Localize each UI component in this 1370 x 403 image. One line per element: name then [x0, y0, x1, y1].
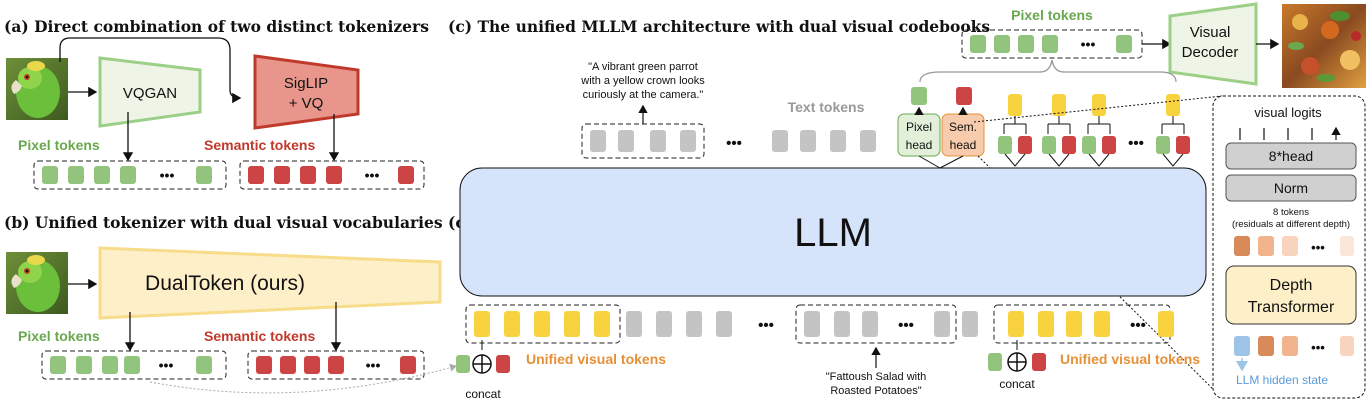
- dotted-concat-link: [149, 363, 457, 394]
- dualtoken-label: DualToken (ours): [145, 272, 305, 295]
- panel-a-title: (a) Direct combination of two distinct t…: [4, 17, 429, 36]
- text-tokens-label: Text tokens: [788, 99, 865, 115]
- head-block: [1225, 142, 1357, 170]
- llm-hidden-state-label: LLM hidden state: [1236, 373, 1328, 387]
- visual-decoder-label-1: Visual: [1190, 24, 1231, 41]
- input-token-sequence: ••• ••• •••: [465, 304, 1174, 344]
- llm-block: [459, 167, 1207, 297]
- svg-text:•••: •••: [366, 357, 381, 373]
- text-token-output-sequence: •••: [581, 123, 876, 159]
- concat-left: [456, 340, 510, 374]
- svg-text:•••: •••: [1128, 135, 1144, 152]
- concat-left-label: concat: [465, 387, 501, 401]
- concat-right-label: concat: [999, 377, 1035, 391]
- depth-transformer-block: [1225, 265, 1357, 325]
- svg-text:head: head: [906, 138, 933, 152]
- visual-logits-label: visual logits: [1254, 105, 1322, 120]
- siglip-label-1: SigLIP: [284, 75, 328, 92]
- unified-visual-tokens-right: Unified visual tokens: [1060, 351, 1200, 367]
- semantic-token-sequence-a: •••: [239, 160, 425, 190]
- semantic-token-sequence-b: •••: [247, 350, 425, 380]
- visual-decoder-label-2: Decoder: [1182, 44, 1239, 61]
- pixel-tokens-label-b: Pixel tokens: [18, 328, 100, 344]
- pixel-head: Pixel head: [897, 113, 941, 157]
- svg-text:•••: •••: [726, 135, 742, 152]
- sem-head-output-token: [956, 87, 972, 105]
- residual-tokens-top: •••: [1234, 236, 1354, 256]
- caption-bottom-1: "Fattoush Salad with: [826, 371, 927, 383]
- svg-text:•••: •••: [898, 317, 914, 334]
- svg-text:•••: •••: [1311, 240, 1325, 255]
- dualtoken-encoder: [98, 246, 442, 320]
- caption-bottom-2: Roasted Potatoes": [830, 385, 921, 397]
- concat-right: [988, 340, 1046, 372]
- svg-text:head: head: [950, 138, 977, 152]
- head-label: 8*head: [1269, 148, 1313, 164]
- caption-top-2: with a yellow crown looks: [580, 75, 705, 87]
- salad-image: [1282, 4, 1366, 88]
- norm-label: Norm: [1274, 180, 1308, 196]
- svg-text:•••: •••: [159, 357, 174, 373]
- panel-c-title: (c) The unified MLLM architecture with d…: [448, 17, 990, 36]
- svg-text:•••: •••: [365, 167, 380, 183]
- llm-label: LLM: [794, 211, 872, 255]
- siglip-label-2: + VQ: [289, 95, 324, 112]
- panel-b-title: (b) Unified tokenizer with dual visual v…: [4, 213, 501, 232]
- tokens-note-1: 8 tokens: [1273, 207, 1309, 218]
- visual-decoder: [1168, 2, 1258, 86]
- arrow-parrot-siglip: [59, 37, 242, 104]
- unified-visual-tokens-left: Unified visual tokens: [526, 351, 666, 367]
- heads-join: [918, 155, 964, 169]
- logit-arrows: [1239, 128, 1336, 140]
- tokens-note-2: (residuals at different depth): [1232, 219, 1350, 230]
- parrot-image-b: [6, 252, 68, 314]
- norm-block: [1225, 174, 1357, 202]
- residual-tokens-bottom: •••: [1234, 336, 1354, 356]
- svg-text:•••: •••: [1130, 317, 1146, 334]
- semantic-tokens-label-a: Semantic tokens: [204, 137, 315, 153]
- caption-top-3: curiously at the camera.": [583, 89, 704, 101]
- pixel-tokens-label-a: Pixel tokens: [18, 137, 100, 153]
- pixel-token-sequence-a: •••: [33, 160, 227, 190]
- siglip-encoder: [253, 54, 360, 130]
- svg-text:Pixel: Pixel: [906, 120, 932, 134]
- depth-transformer-label-2: Transformer: [1248, 299, 1335, 316]
- depth-transformer-label-1: Depth: [1270, 277, 1313, 294]
- pixel-head-output-token: [911, 87, 927, 105]
- svg-text:Sem.: Sem.: [949, 120, 977, 134]
- semantic-tokens-label-b: Semantic tokens: [204, 328, 315, 344]
- dual-prediction-groups: •••: [998, 94, 1190, 167]
- semantic-head: Sem. head: [941, 113, 985, 157]
- pixel-tokens-label-c: Pixel tokens: [1011, 7, 1093, 23]
- svg-text:•••: •••: [758, 317, 774, 334]
- pixel-token-sequence-c: •••: [961, 29, 1143, 59]
- svg-text:•••: •••: [1081, 36, 1096, 52]
- svg-text:•••: •••: [160, 167, 175, 183]
- svg-text:•••: •••: [1311, 340, 1325, 355]
- vqgan-encoder: [98, 56, 202, 128]
- pixel-token-sequence-b: •••: [41, 350, 227, 380]
- parrot-image-a: [6, 58, 68, 120]
- caption-top-1: "A vibrant green parrot: [588, 61, 698, 73]
- brace-to-pixel-tokens: [919, 59, 1177, 83]
- dotted-to-depth-top: [973, 95, 1223, 123]
- vqgan-label: VQGAN: [123, 85, 177, 102]
